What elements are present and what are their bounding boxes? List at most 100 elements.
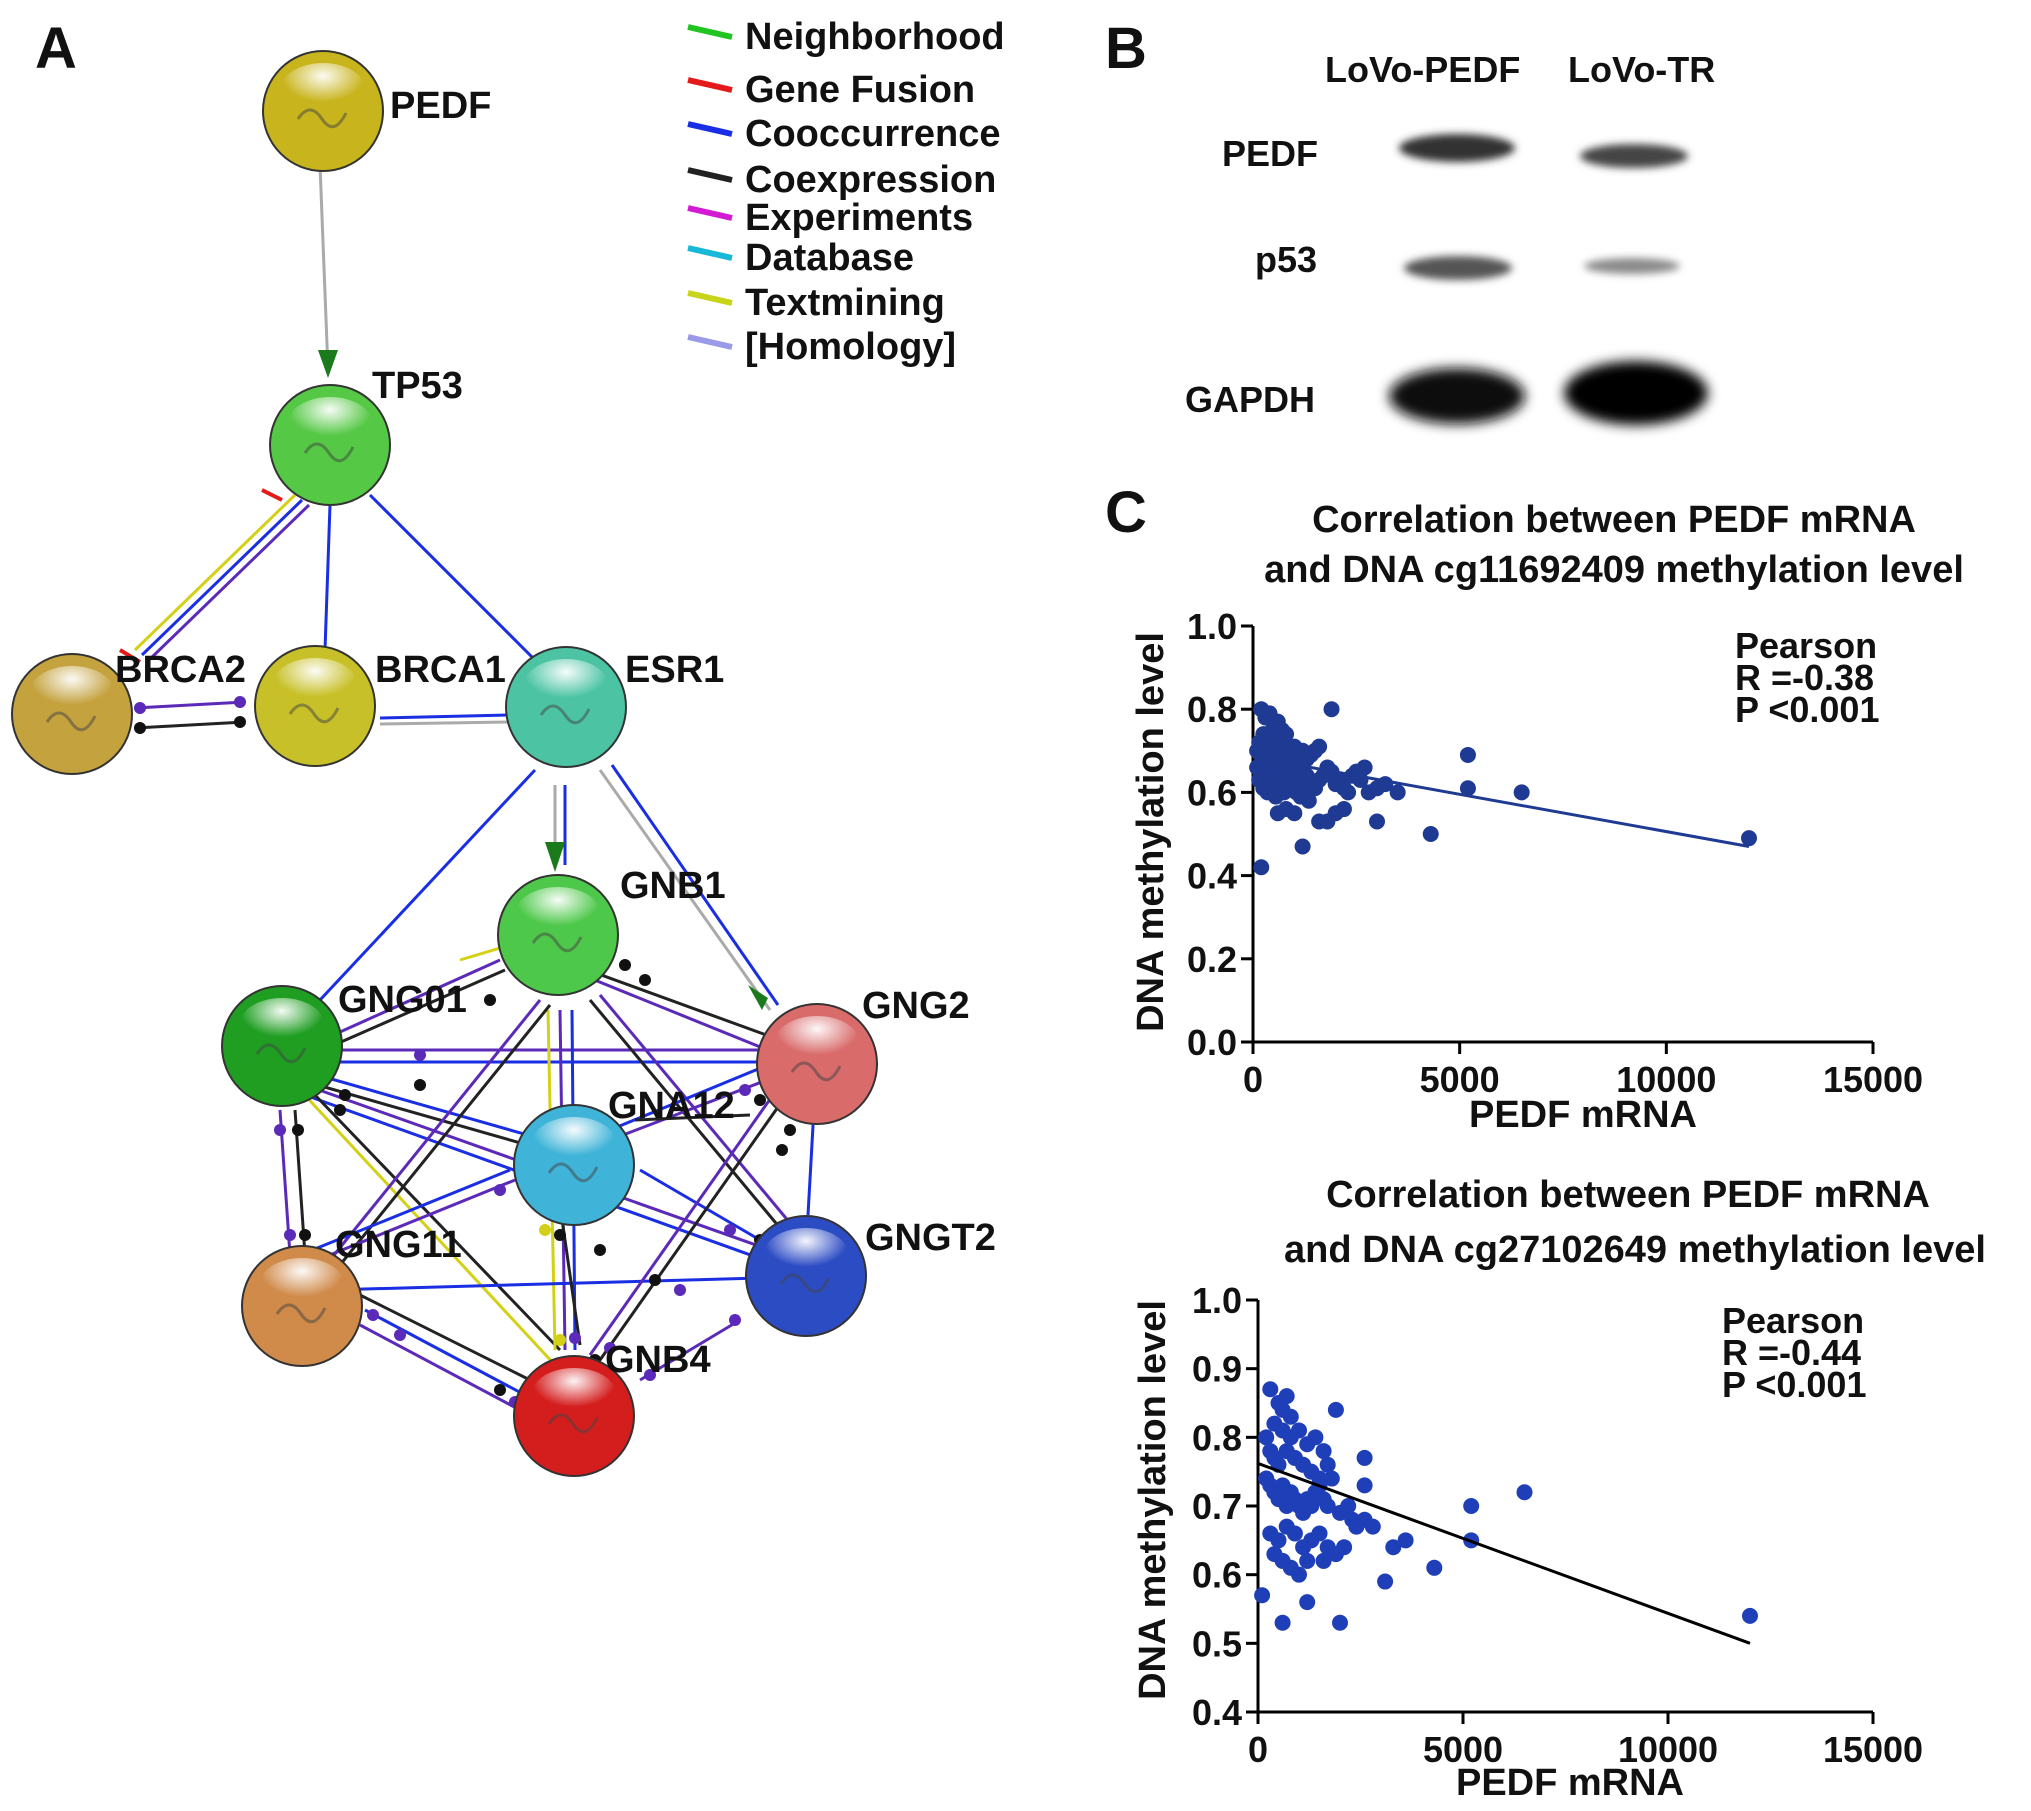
y-tick-label: 0.7 <box>1192 1486 1242 1527</box>
data-point <box>1348 1518 1365 1535</box>
data-point <box>1299 1594 1316 1611</box>
x-tick-label: 15000 <box>1823 1729 1923 1770</box>
node-esr1: ESR1 <box>505 646 724 768</box>
data-point <box>1291 1566 1307 1583</box>
node-gloss <box>532 1368 616 1420</box>
data-point <box>1336 1539 1353 1556</box>
node-gng2: GNG2 <box>756 985 970 1125</box>
scatter-chart-cg27102649: Correlation between PEDF mRNA and DNA cg… <box>1132 1174 1986 1804</box>
legend-swatch <box>687 121 733 137</box>
protein-structure-icon <box>547 1413 599 1434</box>
data-point <box>1258 1429 1275 1446</box>
data-point <box>1303 1498 1320 1514</box>
y-tick-label: 1.0 <box>1192 1280 1242 1321</box>
data-point <box>1377 1573 1394 1590</box>
edge-tp53-brca2-exp <box>147 503 311 662</box>
node-gloss <box>281 63 365 115</box>
node-gna12: GNA12 <box>513 1085 735 1226</box>
edge-tp53-brca1 <box>323 504 332 651</box>
wb-row-gapdh: GAPDH <box>1185 379 1315 420</box>
stat-method: Pearson <box>1722 1300 1864 1341</box>
band-pedf-lovo-pedf <box>1399 134 1515 162</box>
node-gloss <box>524 659 608 711</box>
data-point <box>1315 1552 1332 1569</box>
protein-structure-icon <box>547 1162 599 1183</box>
y-tick-label: 0.4 <box>1192 1692 1242 1733</box>
protein-structure-icon <box>303 442 355 463</box>
data-point <box>1513 784 1530 801</box>
scatter-chart-cg11692409: Correlation between PEDF mRNA and DNA cg… <box>1130 499 1964 1136</box>
legend-swatch <box>687 77 733 93</box>
y-tick-label: 0.9 <box>1192 1349 1242 1390</box>
data-point <box>1327 1401 1344 1418</box>
node-label: PEDF <box>390 85 491 127</box>
legend-item: Cooccurrence <box>687 113 1001 155</box>
data-point <box>1300 792 1317 809</box>
protein-structure-icon <box>45 711 97 732</box>
band-p53-lovo-pedf <box>1404 256 1512 280</box>
chart-title: Correlation between PEDF mRNA <box>1326 1174 1930 1216</box>
wb-row-pedf: PEDF <box>1222 133 1318 174</box>
data-point <box>1385 1539 1402 1556</box>
band-gapdh-lovo-tr <box>1564 361 1708 425</box>
data-point <box>1516 1484 1533 1501</box>
y-tick-label: 0.0 <box>1187 1022 1237 1063</box>
data-point <box>1356 1449 1373 1466</box>
regression-line <box>1252 755 1750 848</box>
y-tick-label: 1.0 <box>1187 606 1237 647</box>
arrow-head <box>318 350 338 378</box>
y-tick-label: 0.5 <box>1192 1623 1242 1664</box>
node-gloss <box>775 1016 859 1068</box>
panel-label-b: B <box>1105 16 1147 81</box>
band-p53-lovo-tr <box>1584 258 1680 274</box>
legend-item: [Homology] <box>687 326 956 368</box>
legend-item: Textmining <box>687 282 945 324</box>
network-edges <box>118 164 817 1412</box>
data-point <box>1422 826 1439 842</box>
arrow-head <box>545 842 565 872</box>
y-tick-label: 0.8 <box>1187 689 1237 730</box>
node-label: GNGT2 <box>865 1217 996 1259</box>
node-pedf: PEDF <box>262 50 491 172</box>
node-gng01: GNG01 <box>221 979 467 1107</box>
stat-p: P <0.001 <box>1722 1364 1866 1405</box>
data-point <box>1356 759 1373 776</box>
legend-item: Neighborhood <box>687 16 1005 58</box>
x-tick-label: 10000 <box>1618 1729 1718 1770</box>
data-point <box>1741 830 1757 847</box>
x-tick-label: 0 <box>1248 1729 1268 1770</box>
edge-tp53-brca2-text <box>133 493 297 652</box>
node-label: GNG2 <box>862 985 970 1027</box>
data-point <box>1296 780 1313 797</box>
edge-tp53-brca2-cooc <box>140 498 304 657</box>
data-point <box>1426 1559 1443 1576</box>
panel-label-a: A <box>35 16 77 81</box>
data-point <box>1369 813 1385 830</box>
data-point <box>1463 1498 1480 1514</box>
legend-swatch <box>687 334 733 350</box>
legend-label: Database <box>745 237 914 279</box>
data-point <box>1340 1498 1357 1514</box>
edge-pedf-tp53 <box>318 164 330 371</box>
stat-r: R =-0.38 <box>1735 657 1874 698</box>
x-tick-label: 0 <box>1243 1059 1263 1100</box>
node-label: GNA12 <box>608 1085 735 1127</box>
western-blot: LoVo-PEDF LoVo-TR PEDF p53 GAPDH <box>1185 49 1715 425</box>
node-label: ESR1 <box>625 649 724 691</box>
x-tick-label: 10000 <box>1616 1059 1716 1100</box>
y-tick-label: 0.8 <box>1192 1417 1242 1458</box>
node-brca2: BRCA2 <box>11 649 246 775</box>
inhibit-bar <box>118 648 142 664</box>
node-gloss <box>30 666 114 718</box>
protein-structure-icon <box>779 1273 831 1294</box>
edge-tp53-esr1 <box>368 493 542 667</box>
data-point <box>1356 1477 1373 1494</box>
legend-swatch <box>687 24 733 40</box>
y-tick-label: 0.6 <box>1192 1555 1242 1596</box>
node-gnb1: GNB1 <box>497 865 726 996</box>
node-gngt2: GNGT2 <box>745 1215 996 1337</box>
node-gloss <box>288 397 372 449</box>
